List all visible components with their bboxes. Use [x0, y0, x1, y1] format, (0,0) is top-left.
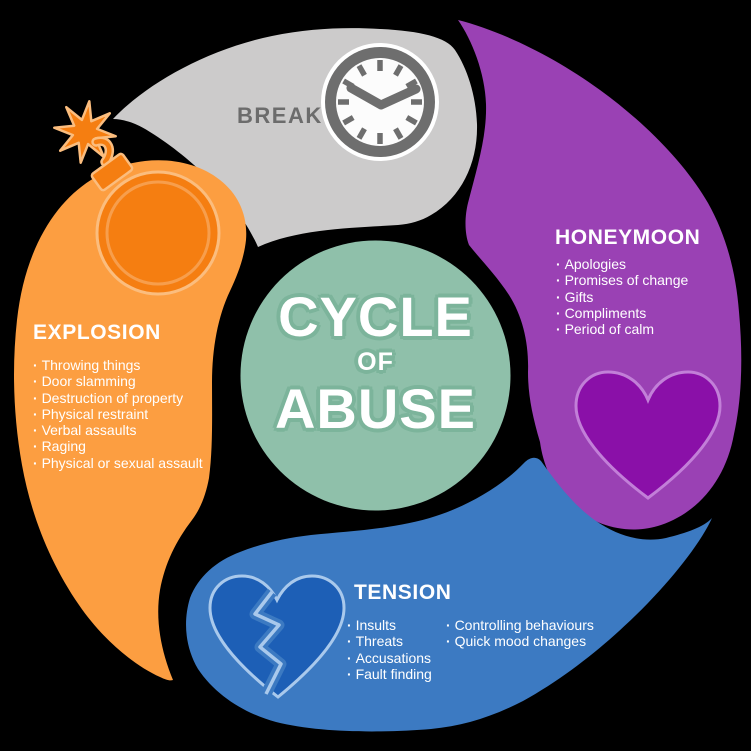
tension-label: TENSION: [354, 581, 452, 604]
list-item: Destruction of property: [33, 390, 203, 406]
explosion-list: Throwing things Door slamming Destructio…: [33, 357, 203, 471]
list-item: Threats: [347, 633, 432, 649]
list-item: Door slamming: [33, 373, 203, 389]
list-item: Physical restraint: [33, 406, 203, 422]
list-item: Controlling behaviours: [446, 617, 594, 633]
list-item: Apologies: [556, 256, 688, 272]
center-title: CYCLE OF ABUSE: [225, 285, 526, 440]
bomb-body: [95, 170, 221, 296]
tension-list-col2: Controlling behaviours Quick mood change…: [446, 617, 594, 650]
honeymoon-label: HONEYMOON: [555, 226, 701, 249]
list-item: Period of calm: [556, 321, 688, 337]
list-item: Accusations: [347, 650, 432, 666]
list-item: Verbal assaults: [33, 422, 203, 438]
clock-icon: [321, 43, 439, 161]
tension-list-col1: Insults Threats Accusations Fault findin…: [347, 617, 432, 682]
title-line-of: OF: [357, 348, 394, 376]
list-item: Insults: [347, 617, 432, 633]
list-item: Gifts: [556, 289, 688, 305]
bomb-fuse: [93, 138, 112, 165]
list-item: Throwing things: [33, 357, 203, 373]
bomb-icon: [53, 100, 221, 296]
honeymoon-list: Apologies Promises of change Gifts Compl…: [556, 256, 689, 337]
heart-icon: [574, 370, 722, 500]
list-item: Fault finding: [347, 666, 432, 682]
explosion-label: EXPLOSION: [33, 321, 161, 344]
clock-hands: [346, 83, 421, 110]
petal-tension: [186, 457, 712, 732]
center-circle: [240, 240, 511, 511]
list-item: Physical or sexual assault: [33, 455, 203, 471]
broken-heart-icon: [208, 574, 346, 699]
break-label: BREAK: [237, 103, 323, 128]
bomb-cap: [90, 152, 134, 192]
title-line-abuse: ABUSE: [274, 377, 477, 440]
spark-star: [53, 100, 117, 164]
list-item: Raging: [33, 438, 203, 454]
list-item: Quick mood changes: [446, 633, 594, 649]
title-line-cycle: CYCLE: [278, 285, 473, 348]
list-item: Promises of change: [556, 272, 689, 288]
list-item: Compliments: [556, 305, 688, 321]
